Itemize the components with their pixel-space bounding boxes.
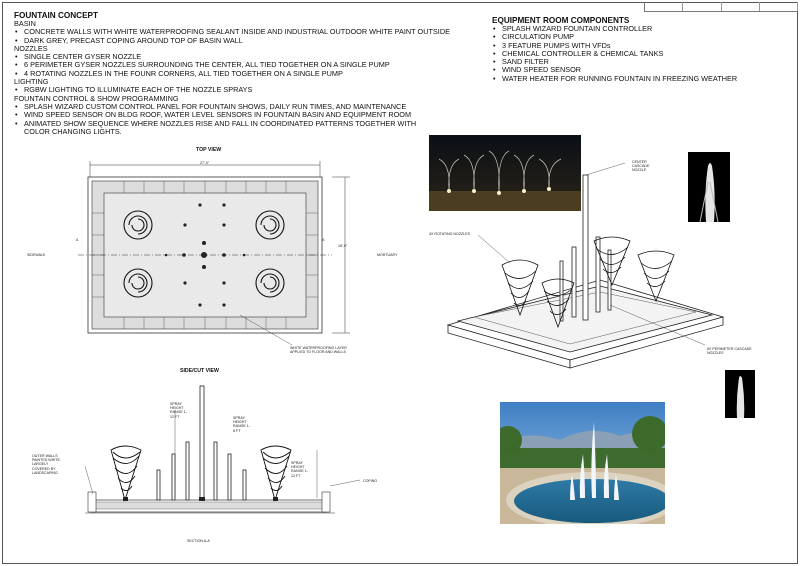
fountain-concept-section: FOUNTAIN CONCEPT BASIN CONCRETE WALLS WI…: [14, 11, 454, 136]
spray-left-note: SPRAY HEIGHT RANGE 1-12 FT: [170, 402, 187, 419]
height-dimension: 18'-0": [338, 244, 348, 248]
geyser-photo-top: [688, 152, 730, 222]
list-item: WIND SPEED SENSOR ON BLDG ROOF, WATER LE…: [14, 110, 434, 119]
waterproof-note: WHITE WATERPROOFING LAYER APPLIED TO FLO…: [290, 346, 347, 355]
equipment-heading: EQUIPMENT ROOM COMPONENTS: [492, 16, 630, 25]
section-marker-left: A: [76, 238, 79, 242]
nozzle-list: SINGLE CENTER GYSER NOZZLE 6 PERIMETER G…: [14, 52, 454, 78]
section-view-title: SIDE/CUT VIEW: [180, 368, 219, 374]
night-fountain-photo: [429, 135, 581, 211]
control-label: FOUNTAIN CONTROL & SHOW PROGRAMMING: [14, 93, 179, 103]
spray-right-note: SPRAY HEIGHT RANGE 1-12 FT: [291, 461, 308, 478]
nozzles-label: NOZZLES: [14, 43, 48, 53]
list-item: CIRCULATION PUMP: [492, 32, 792, 41]
list-item: ANIMATED SHOW SEQUENCE WHERE NOZZLES RIS…: [14, 119, 434, 137]
list-item: CHEMICAL CONTROLLER & CHEMICAL TANKS: [492, 49, 792, 58]
spray-center-note: SPRAY HEIGHT RANGE 1-8 FT: [233, 416, 250, 433]
geyser-photo-bottom: [725, 370, 755, 418]
list-item: WIND SPEED SENSOR: [492, 66, 792, 75]
lighting-list: RGBW LIGHTING TO ILLUMINATE EACH OF THE …: [14, 86, 454, 95]
outer-walls-note: OUTER WALLS PAINTED WHITE, LARGELY COVER…: [32, 454, 61, 475]
sidewalk-label: SIDEWALK: [27, 253, 46, 257]
title-block: [644, 2, 798, 12]
center-cascade-label: CENTER CASCADE NOZZLE: [632, 160, 650, 173]
lighting-label: LIGHTING: [14, 77, 49, 87]
list-item: 4 ROTATING NOZZLES IN THE FOUNR CORNERS,…: [14, 69, 454, 78]
equipment-section: EQUIPMENT ROOM COMPONENTS SPLASH WIZARD …: [492, 16, 792, 83]
basin-list: CONCRETE WALLS WITH WHITE WATERPROOFING …: [14, 27, 454, 45]
list-item: DARK GREY, PRECAST COPING AROUND TOP OF …: [14, 36, 454, 45]
list-item: RGBW LIGHTING TO ILLUMINATE EACH OF THE …: [14, 86, 454, 95]
list-item: SAND FILTER: [492, 57, 792, 66]
concept-heading: FOUNTAIN CONCEPT: [14, 11, 98, 20]
section-view-drawing: [85, 385, 361, 514]
isometric-drawing: [446, 162, 725, 369]
top-view-drawing: [78, 161, 350, 346]
rotating-nozzles-label: 4X ROTATING NOZZLES: [429, 232, 470, 236]
daytime-fountain-photo: [500, 402, 665, 524]
list-item: CONCRETE WALLS WITH WHITE WATERPROOFING …: [14, 27, 454, 36]
width-dimension: 27'-0": [200, 161, 210, 165]
equipment-list: SPLASH WIZARD FOUNTAIN CONTROLLER CIRCUL…: [492, 24, 792, 83]
list-item: 3 FEATURE PUMPS WITH VFDs: [492, 41, 792, 50]
mortuary-label: MORTUARY: [377, 253, 398, 257]
list-item: 6 PERIMETER GYSER NOZZLES SURROUNDING TH…: [14, 61, 454, 70]
list-item: WATER HEATER FOR RUNNING FOUNTAIN IN FRE…: [492, 74, 792, 83]
control-list: SPLASH WIZARD CUSTOM CONTROL PANEL FOR F…: [14, 102, 434, 137]
list-item: SPLASH WIZARD FOUNTAIN CONTROLLER: [492, 24, 792, 33]
top-view-title: TOP VIEW: [196, 147, 222, 153]
list-item: SPLASH WIZARD CUSTOM CONTROL PANEL FOR F…: [14, 102, 434, 111]
section-marker-right: A: [322, 238, 325, 242]
list-item: SINGLE CENTER GYSER NOZZLE: [14, 52, 454, 61]
basin-label: BASIN: [14, 19, 36, 28]
perimeter-cascade-label: 6X PERIMETER CASCADE NOZZLES: [707, 347, 752, 356]
coping-note: COPING: [363, 479, 378, 483]
section-caption: SECTION A-A: [187, 539, 210, 543]
